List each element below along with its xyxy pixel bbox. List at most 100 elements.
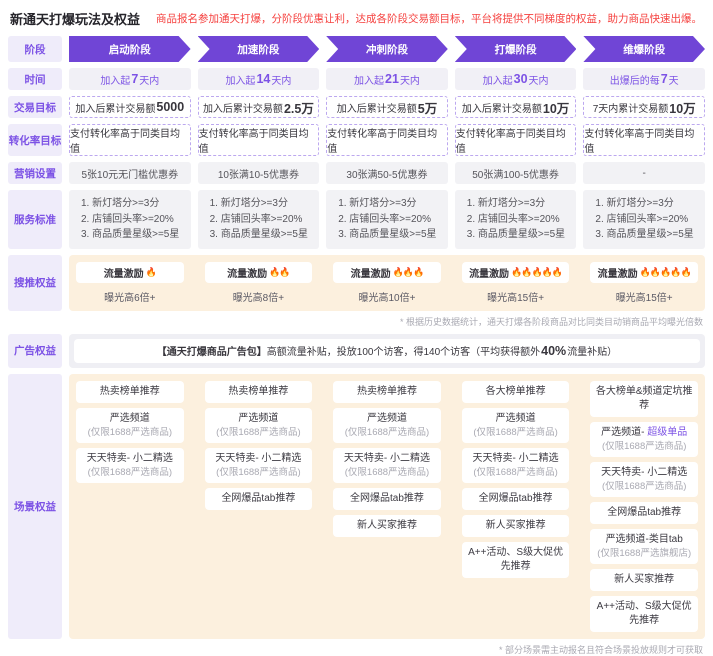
scene-benefit-card: 新人买家推荐 [333, 514, 441, 537]
stage-arrow: 启动阶段 [69, 36, 191, 62]
gmv-number: 5万 [417, 101, 438, 116]
row-label-service: 服务标准 [8, 190, 62, 249]
page-title: 新通天打爆玩法及权益 [10, 12, 141, 27]
stage-arrow: 加速阶段 [198, 36, 320, 62]
marketing-cell: - [583, 162, 705, 184]
traffic-incentive-label: 流量激励 [597, 268, 638, 280]
search-benefit-card: 流量激励🔥🔥🔥🔥🔥 [590, 261, 698, 283]
scene-benefit-card: 严选频道(仅限1688严选商品) [204, 407, 313, 443]
flame-icon: 🔥🔥🔥🔥🔥 [511, 266, 563, 277]
exposure-text: 曝光高6倍+ [104, 292, 156, 304]
scene-benefit-card: 天天特卖- 小二精选(仅限1688严选商品) [76, 447, 184, 483]
scene-column: 各大榜单推荐 严选频道(仅限1688严选商品) 天天特卖- 小二精选(仅限168… [455, 380, 577, 578]
marketing-cell: 30张满50-5优惠券 [326, 162, 448, 184]
super-item-highlight: 超级单品 [647, 426, 688, 438]
marketing-cell: 5张10元无门槛优惠券 [69, 162, 191, 184]
service-line: 2. 店铺回头率>=20% [338, 213, 431, 225]
time-text: 加入起 [100, 75, 131, 87]
service-line: 1. 新灯塔分>=3分 [338, 198, 417, 209]
row-label-ads-benefits: 广告权益 [8, 333, 62, 368]
traffic-incentive-label: 流量激励 [469, 268, 510, 280]
scene-benefit-card: A++活动、S级大促优先推荐 [461, 541, 570, 578]
scene-benefit-card: 全网爆品tab推荐 [590, 501, 698, 524]
flame-icon: 🔥🔥 [269, 266, 290, 277]
service-line: 2. 店铺回头率>=20% [81, 213, 174, 225]
search-benefit-col: 流量激励🔥🔥🔥🔥🔥 曝光高15倍+ [455, 261, 577, 304]
search-benefit-col: 流量激励🔥🔥 曝光高8倍+ [198, 261, 320, 304]
row-label-gmv-target: 交易目标 [8, 96, 62, 118]
gmv-text: 加入后累计交易额 [336, 103, 417, 115]
gmv-number: 10万 [669, 101, 696, 116]
scene-benefit-card: 全网爆品tab推荐 [333, 487, 441, 510]
scene-benefit-card: 严选频道(仅限1688严选商品) [461, 407, 570, 443]
search-benefit-card: 流量激励🔥 [76, 261, 184, 283]
cvr-target-cell: 支付转化率高于同类目均值 [326, 124, 448, 156]
scene-benefit-card: 热卖榜单推荐 [204, 380, 313, 403]
ads-benefits-band: 【通天打爆商品广告包】高额流量补贴，投放100个访客，得140个访客（平均获得额… [69, 333, 705, 368]
service-line: 3. 商品质量星级>=5星 [466, 229, 566, 240]
scene-benefit-card: 全网爆品tab推荐 [461, 487, 570, 510]
time-text: 天内 [271, 75, 292, 87]
scene-benefit-card: 各大榜单推荐 [461, 380, 570, 403]
flame-icon: 🔥 [145, 266, 157, 277]
service-line: 1. 新灯塔分>=3分 [595, 198, 674, 209]
time-number: 14 [256, 72, 271, 86]
time-text: 加入起 [225, 75, 256, 87]
traffic-incentive-label: 流量激励 [227, 268, 268, 280]
time-number: 7 [131, 72, 139, 86]
service-line: 1. 新灯塔分>=3分 [81, 198, 160, 209]
service-line: 2. 店铺回头率>=20% [595, 213, 689, 225]
exposure-text: 曝光高8倍+ [232, 292, 285, 304]
cvr-target-cell: 支付转化率高于同类目均值 [197, 124, 320, 156]
scene-column: 热卖榜单推荐 严选频道(仅限1688严选商品) 天天特卖- 小二精选(仅限168… [69, 380, 191, 483]
stage-arrow: 冲刺阶段 [326, 36, 448, 62]
stage-arrow: 维爆阶段 [583, 36, 705, 62]
gmv-number: 2.5万 [283, 101, 314, 116]
search-benefit-col: 流量激励🔥🔥🔥🔥🔥 曝光高15倍+ [583, 261, 705, 304]
exposure-text: 曝光高15倍+ [487, 292, 545, 304]
scene-benefit-card: 严选频道- 超级单品(仅限1688严选商品) [590, 421, 698, 457]
gmv-number: 5000 [156, 100, 185, 114]
search-benefits-footnote: * 根据历史数据统计，通天打爆各阶段商品对比同类目动销商品平均曝光倍数 [399, 316, 703, 327]
scene-benefit-card: 天天特卖- 小二精选(仅限1688严选商品) [461, 447, 570, 483]
scene-benefit-card: 热卖榜单推荐 [333, 380, 441, 403]
time-text: 加入起 [354, 75, 385, 87]
service-line: 2. 店铺回头率>=20% [209, 213, 303, 225]
gmv-text: 加入后累计交易额 [75, 103, 156, 115]
cvr-target-cell: 支付转化率高于同类目均值 [69, 124, 191, 156]
time-text: 出爆后的每 [609, 75, 660, 87]
scene-benefit-card: 严选频道(仅限1688严选商品) [333, 407, 441, 443]
scene-benefit-card: 天天特卖- 小二精选(仅限1688严选商品) [204, 447, 313, 483]
scene-benefit-card: 各大榜单&频道定坑推荐 [590, 380, 698, 417]
ads-percent: 40% [541, 343, 567, 358]
ads-benefit-card: 【通天打爆商品广告包】高额流量补贴，投放100个访客，得140个访客（平均获得额… [74, 338, 700, 363]
marketing-cell: 10张满10-5优惠券 [197, 162, 320, 184]
search-benefit-card: 流量激励🔥🔥 [204, 261, 313, 283]
row-label-scene-benefits: 场景权益 [8, 373, 62, 639]
scene-benefit-card: 天天特卖- 小二精选(仅限1688严选商品) [333, 447, 441, 483]
search-benefit-col: 流量激励🔥🔥🔥曝光高10倍+ [326, 261, 448, 304]
row-label-cvr-target: 转化率目标 [8, 124, 62, 156]
time-number: 7 [660, 72, 668, 86]
time-text: 天 [668, 75, 679, 87]
scene-benefit-card: 新人买家推荐 [461, 514, 570, 537]
search-benefits-band: 流量激励🔥曝光高6倍+ 流量激励🔥🔥曝光高8倍+ 流量激励🔥🔥🔥曝光高10倍+ … [69, 254, 705, 311]
search-benefit-col: 流量激励🔥 曝光高6倍+ [69, 261, 191, 304]
row-label-stage: 阶段 [8, 36, 62, 62]
search-benefit-card: 流量激励🔥🔥🔥 [333, 261, 441, 283]
exposure-text: 曝光高15倍+ [615, 292, 673, 304]
traffic-incentive-label: 流量激励 [350, 268, 391, 280]
ads-description-end: 流量补贴） [567, 347, 618, 358]
scene-benefit-card: 新人买家推荐 [590, 568, 698, 591]
service-line: 1. 新灯塔分>=3分 [466, 198, 546, 209]
time-number: 30 [513, 72, 528, 86]
